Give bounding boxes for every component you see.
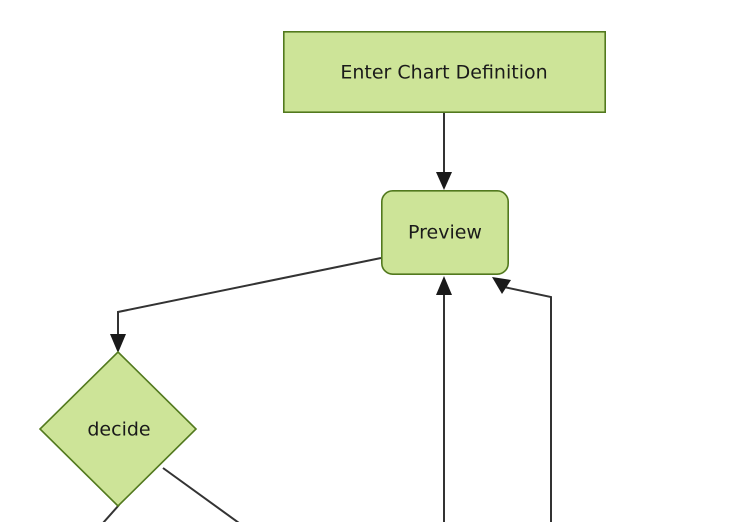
edge-line	[503, 286, 552, 522]
edge-line	[102, 504, 120, 522]
edge-decide-bottom-right	[162, 467, 240, 522]
node-shape-rect[interactable]	[282, 30, 606, 114]
edge-layer	[102, 113, 552, 522]
node-preview[interactable]: Preview	[380, 190, 509, 276]
node-shape-rounded-rect[interactable]	[380, 190, 509, 276]
edge-preview-to-decide	[110, 257, 382, 353]
edge-line	[162, 467, 240, 522]
arrowhead-up-icon	[436, 276, 452, 295]
arrowhead-upleft-icon	[492, 277, 511, 294]
edge-enter-to-preview	[436, 113, 452, 190]
node-label-preview: Preview	[408, 222, 482, 244]
edge-decide-bottom-left	[102, 504, 120, 522]
node-enter-chart-definition[interactable]: Enter Chart Definition	[282, 30, 606, 114]
arrowhead-down-icon	[436, 172, 452, 190]
node-label-enter-chart-definition: Enter Chart Definition	[340, 62, 547, 84]
node-layer: Enter Chart Definition Preview decide	[38, 30, 606, 508]
node-decide[interactable]: decide	[38, 350, 198, 508]
node-shape-diamond[interactable]	[38, 350, 198, 508]
edge-line	[117, 257, 382, 340]
edge-bottom-diagonal-to-preview	[492, 277, 552, 522]
arrowhead-down-icon	[110, 334, 126, 353]
edge-bottom-straight-to-preview	[436, 276, 452, 522]
node-label-decide: decide	[87, 419, 150, 441]
